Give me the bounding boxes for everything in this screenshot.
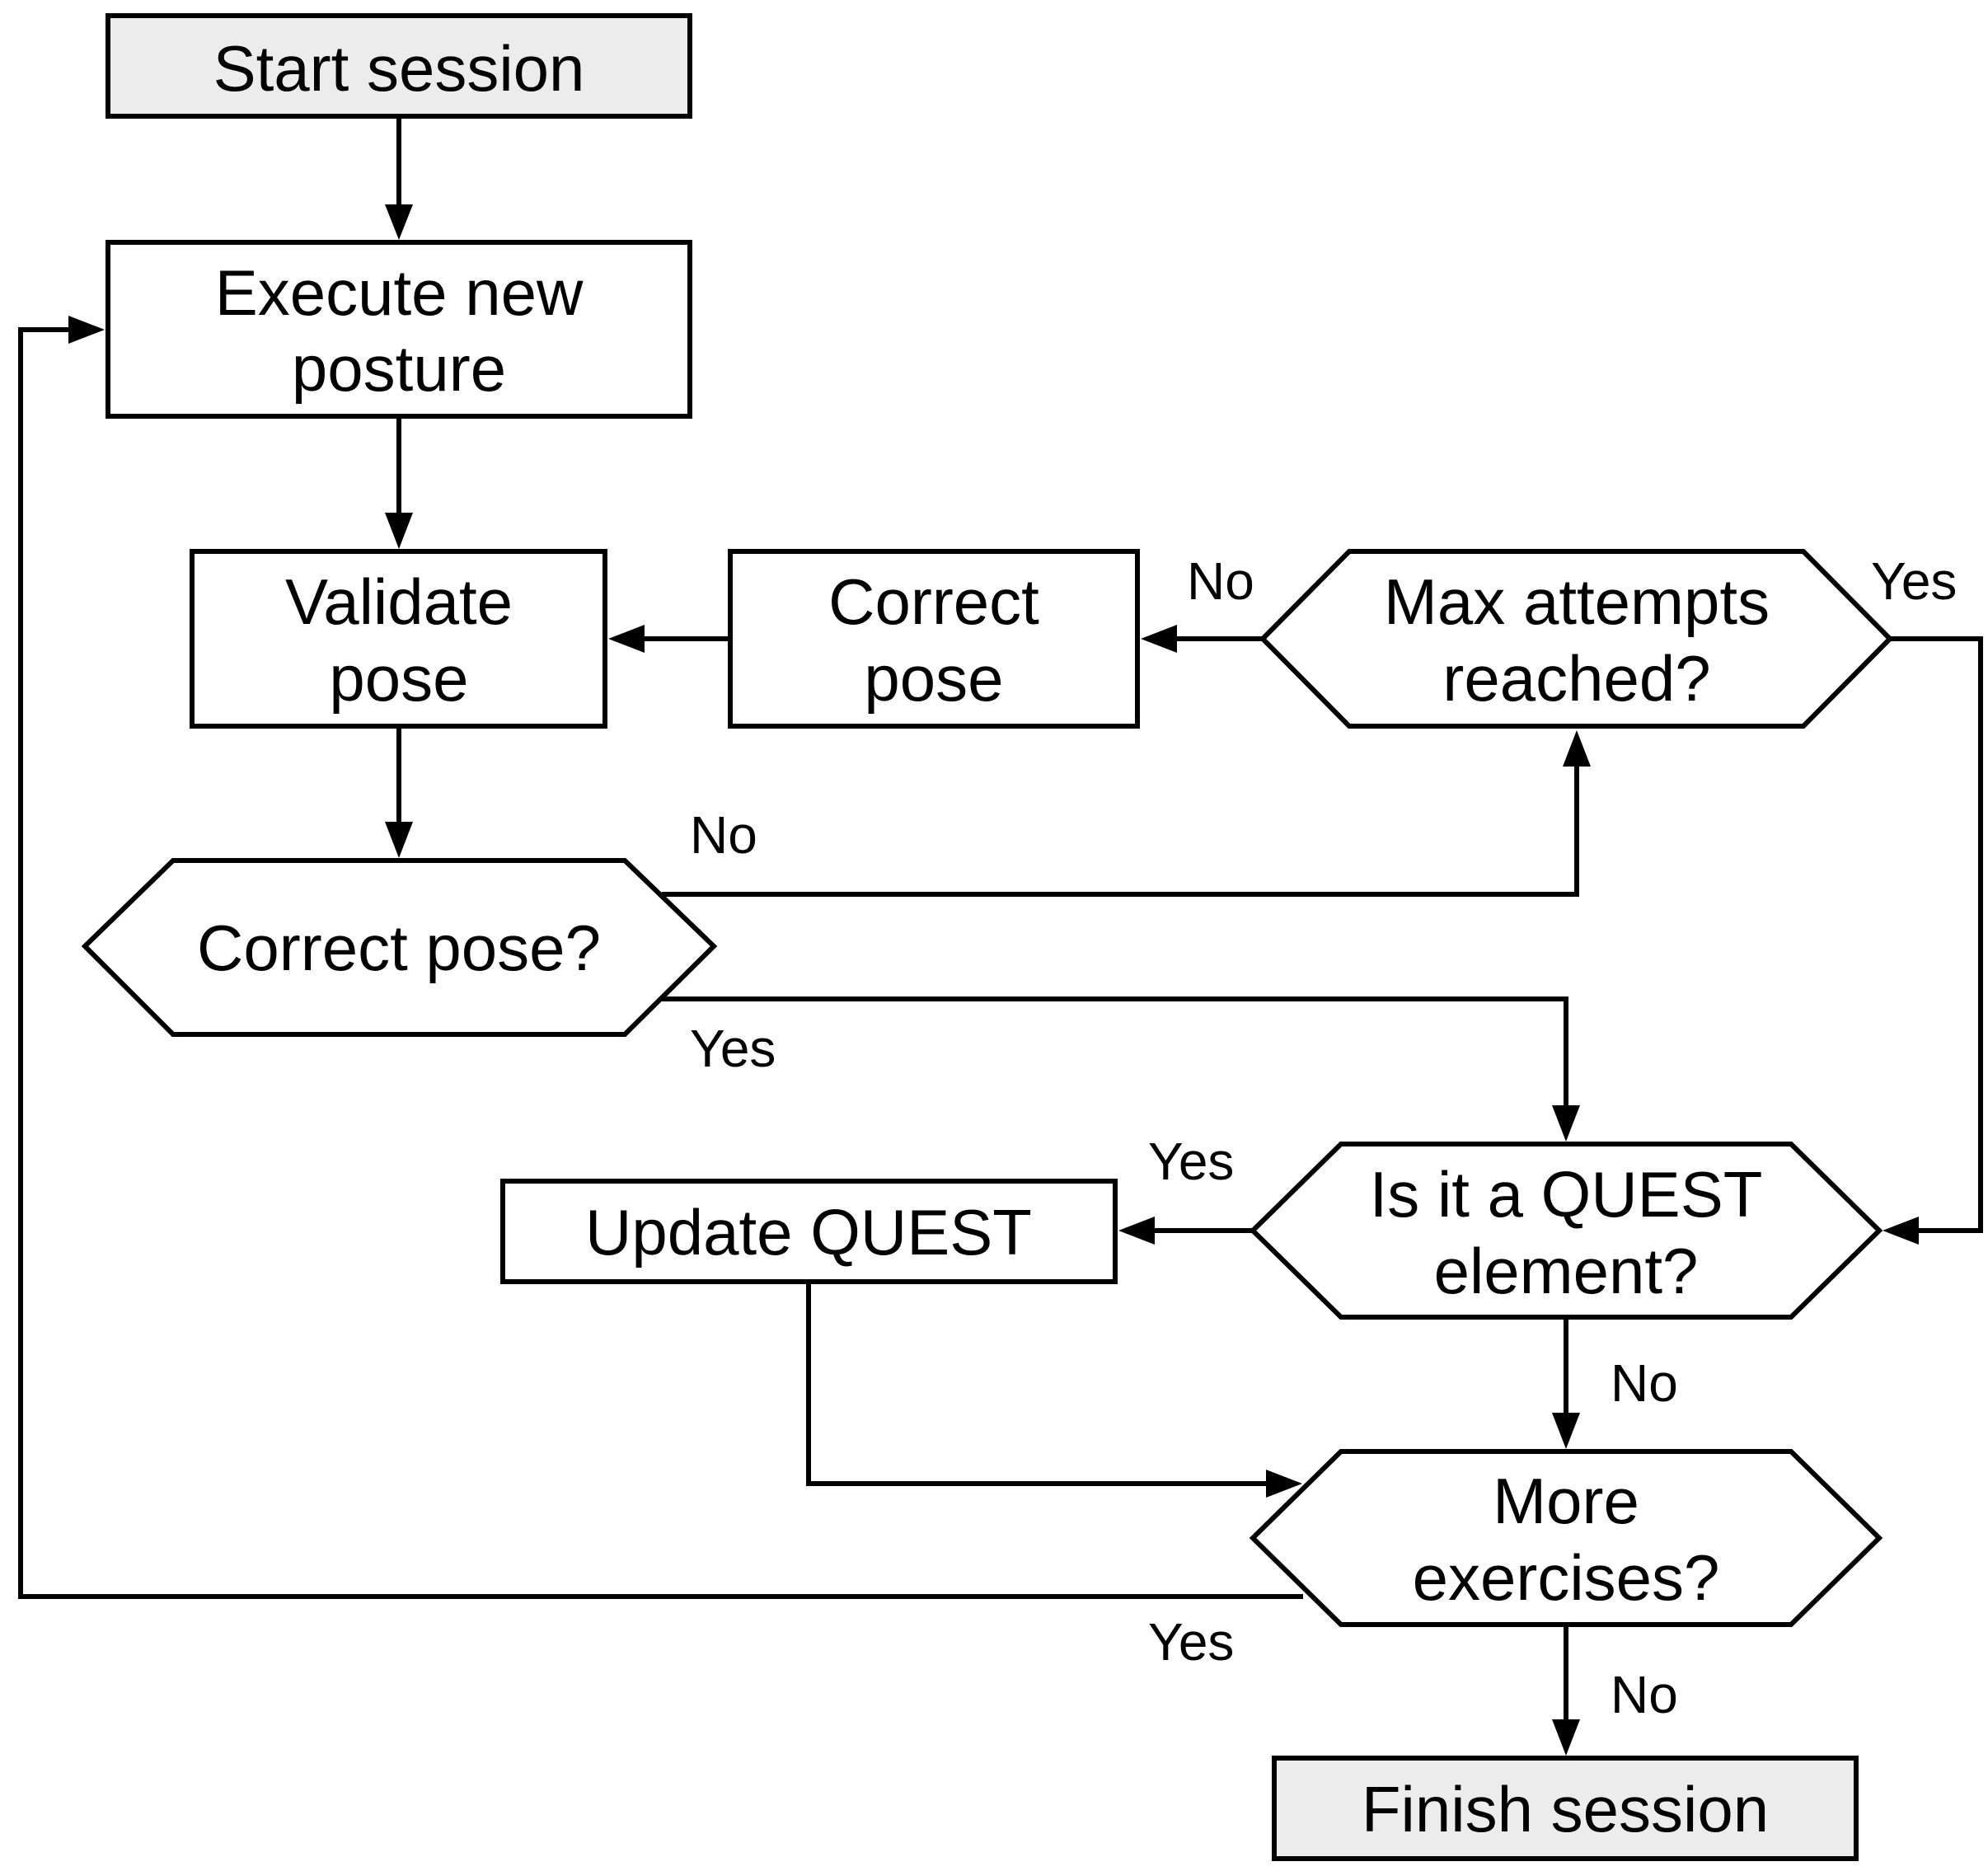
finish-session-box: [1272, 1756, 1859, 1861]
edge-line: [662, 996, 1568, 1107]
arrowhead-down: [385, 822, 413, 858]
arrowhead-left: [608, 625, 645, 653]
node-more-exercises-decision: More exercises?: [1249, 1449, 1883, 1627]
validate-pose-box: [190, 549, 607, 729]
update-quest-box: [500, 1179, 1118, 1284]
arrowhead-down: [385, 204, 413, 240]
finish-session-label: Finish session: [1362, 1773, 1769, 1845]
node-correct-pose-action: Correct pose: [728, 549, 1140, 729]
edge-correct-pose-to-validate: [608, 625, 730, 653]
edge-start-to-execute: [385, 116, 413, 240]
start-session-label: Start session: [213, 32, 585, 105]
label-correct-pose-no: No: [690, 805, 757, 865]
edge-max-attempts-yes-to-quest: [1883, 636, 1983, 1245]
edge-line: [662, 765, 1579, 897]
start-session-box: [105, 13, 692, 119]
edge-line: [18, 327, 1303, 1599]
validate-pose-label-line1: Validate: [285, 565, 513, 638]
label-max-attempts-no: No: [1187, 551, 1254, 611]
edge-line: [806, 1282, 1268, 1486]
validate-pose-label-line2: pose: [329, 642, 468, 715]
edge-more-exercises-no-to-finish: [1552, 1625, 1580, 1756]
node-update-quest: Update QUEST: [500, 1179, 1118, 1284]
correct-pose-question-label: Correct pose?: [197, 912, 601, 984]
node-correct-pose-decision: Correct pose?: [81, 858, 718, 1037]
label-correct-pose-yes: Yes: [690, 1019, 776, 1078]
update-quest-label: Update QUEST: [585, 1196, 1032, 1268]
max-attempts-label-line1: Max attempts: [1384, 565, 1770, 638]
arrowhead-down: [1552, 1413, 1580, 1449]
arrowhead-down: [1552, 1105, 1580, 1142]
more-exercises-label-line2: exercises?: [1413, 1541, 1720, 1614]
edge-validate-to-correct-decision: [385, 726, 413, 858]
node-validate-pose: Validate pose: [190, 549, 607, 729]
node-start-session: Start session: [105, 13, 692, 119]
correct-pose-box: [728, 549, 1140, 729]
more-exercises-label-line1: More: [1493, 1465, 1639, 1537]
arrowhead-up: [1563, 730, 1591, 767]
more-exercises-hexagon: [1249, 1449, 1883, 1627]
node-max-attempts-decision: Max attempts reached?: [1259, 549, 1894, 729]
arrowhead-right: [68, 316, 105, 344]
arrowhead-left: [1883, 1217, 1919, 1245]
edge-more-exercises-yes-to-execute: [18, 316, 1303, 1599]
label-more-exercises-yes: Yes: [1148, 1612, 1234, 1672]
quest-element-label-line2: element?: [1434, 1235, 1699, 1307]
edge-line: [1890, 636, 1983, 1233]
quest-element-hexagon: [1249, 1142, 1883, 1320]
correct-pose-hexagon: [81, 858, 718, 1037]
edge-quest-no-to-more-exercises: [1552, 1317, 1580, 1449]
arrowhead-left: [1118, 1217, 1155, 1245]
edge-execute-to-validate: [385, 416, 413, 549]
edge-update-quest-to-more-exercises: [806, 1282, 1302, 1498]
node-quest-element-decision: Is it a QUEST element?: [1249, 1142, 1883, 1320]
arrowhead-left: [1141, 625, 1177, 653]
edge-quest-yes-to-update-quest: [1118, 1217, 1253, 1245]
arrowhead-down: [385, 513, 413, 549]
edge-correct-decision-yes-to-quest: [662, 996, 1580, 1142]
execute-new-posture-label-line2: posture: [292, 332, 506, 405]
label-max-attempts-yes: Yes: [1871, 551, 1957, 611]
correct-pose-label-line1: Correct: [828, 565, 1039, 638]
node-finish-session: Finish session: [1272, 1756, 1859, 1861]
arrowhead-right: [1266, 1470, 1302, 1498]
quest-element-label-line1: Is it a QUEST: [1370, 1158, 1763, 1231]
execute-new-posture-box: [105, 240, 692, 419]
edge-correct-decision-no-to-max-attempts: [662, 730, 1591, 897]
correct-pose-label-line2: pose: [864, 642, 1003, 715]
max-attempts-label-line2: reached?: [1442, 642, 1710, 715]
label-more-exercises-no: No: [1611, 1665, 1678, 1724]
label-quest-no: No: [1611, 1353, 1678, 1413]
edge-max-attempts-no-to-correct-pose: [1141, 625, 1263, 653]
execute-new-posture-label-line1: Execute new: [215, 256, 584, 329]
label-quest-yes: Yes: [1148, 1132, 1234, 1191]
node-execute-new-posture: Execute new posture: [105, 240, 692, 419]
arrowhead-down: [1552, 1719, 1580, 1756]
